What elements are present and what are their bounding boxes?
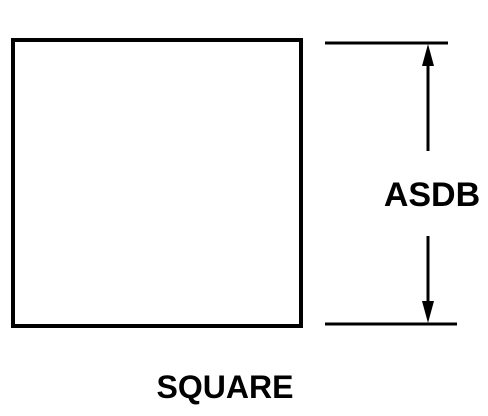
square-shape bbox=[11, 38, 303, 328]
arrowhead-up-icon bbox=[422, 44, 434, 66]
shape-caption: SQUARE bbox=[157, 369, 294, 405]
arrowhead-down-icon bbox=[422, 301, 434, 323]
dimension-label: ASDB bbox=[384, 176, 480, 214]
